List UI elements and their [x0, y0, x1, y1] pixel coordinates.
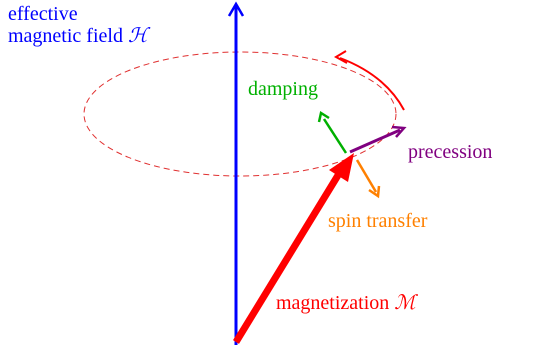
spin-transfer-arrow: [355, 159, 378, 193]
damping-arrowhead: [317, 111, 330, 123]
field-arrowhead: [227, 1, 245, 17]
magnetization-arrow: [233, 170, 343, 344]
spin-transfer-label: spin transfer: [328, 210, 428, 232]
magnetization-symbol: ℳ: [394, 292, 416, 314]
rotation-direction-arrow: [339, 57, 405, 111]
precession-arrow: [349, 128, 401, 154]
spin-transfer-arrowhead: [368, 185, 381, 199]
magnetization-arrowhead: [329, 153, 354, 182]
field-label: effective magnetic field ℋ: [8, 3, 148, 47]
damping-arrow: [322, 118, 348, 154]
field-label-line2: magnetic field: [8, 25, 123, 47]
precession-arrowhead: [391, 125, 407, 138]
field-label-line1: effective: [8, 3, 78, 25]
field-symbol: ℋ: [127, 25, 148, 47]
field-label-line2-row: magnetic field ℋ: [8, 25, 148, 47]
magnetization-text: magnetization: [276, 292, 390, 314]
damping-label: damping: [248, 78, 318, 100]
magnetization-label: magnetization ℳ: [276, 292, 416, 314]
precession-orbit: [83, 51, 397, 177]
rotation-arrowhead: [333, 50, 348, 64]
precession-label: precession: [408, 141, 493, 163]
